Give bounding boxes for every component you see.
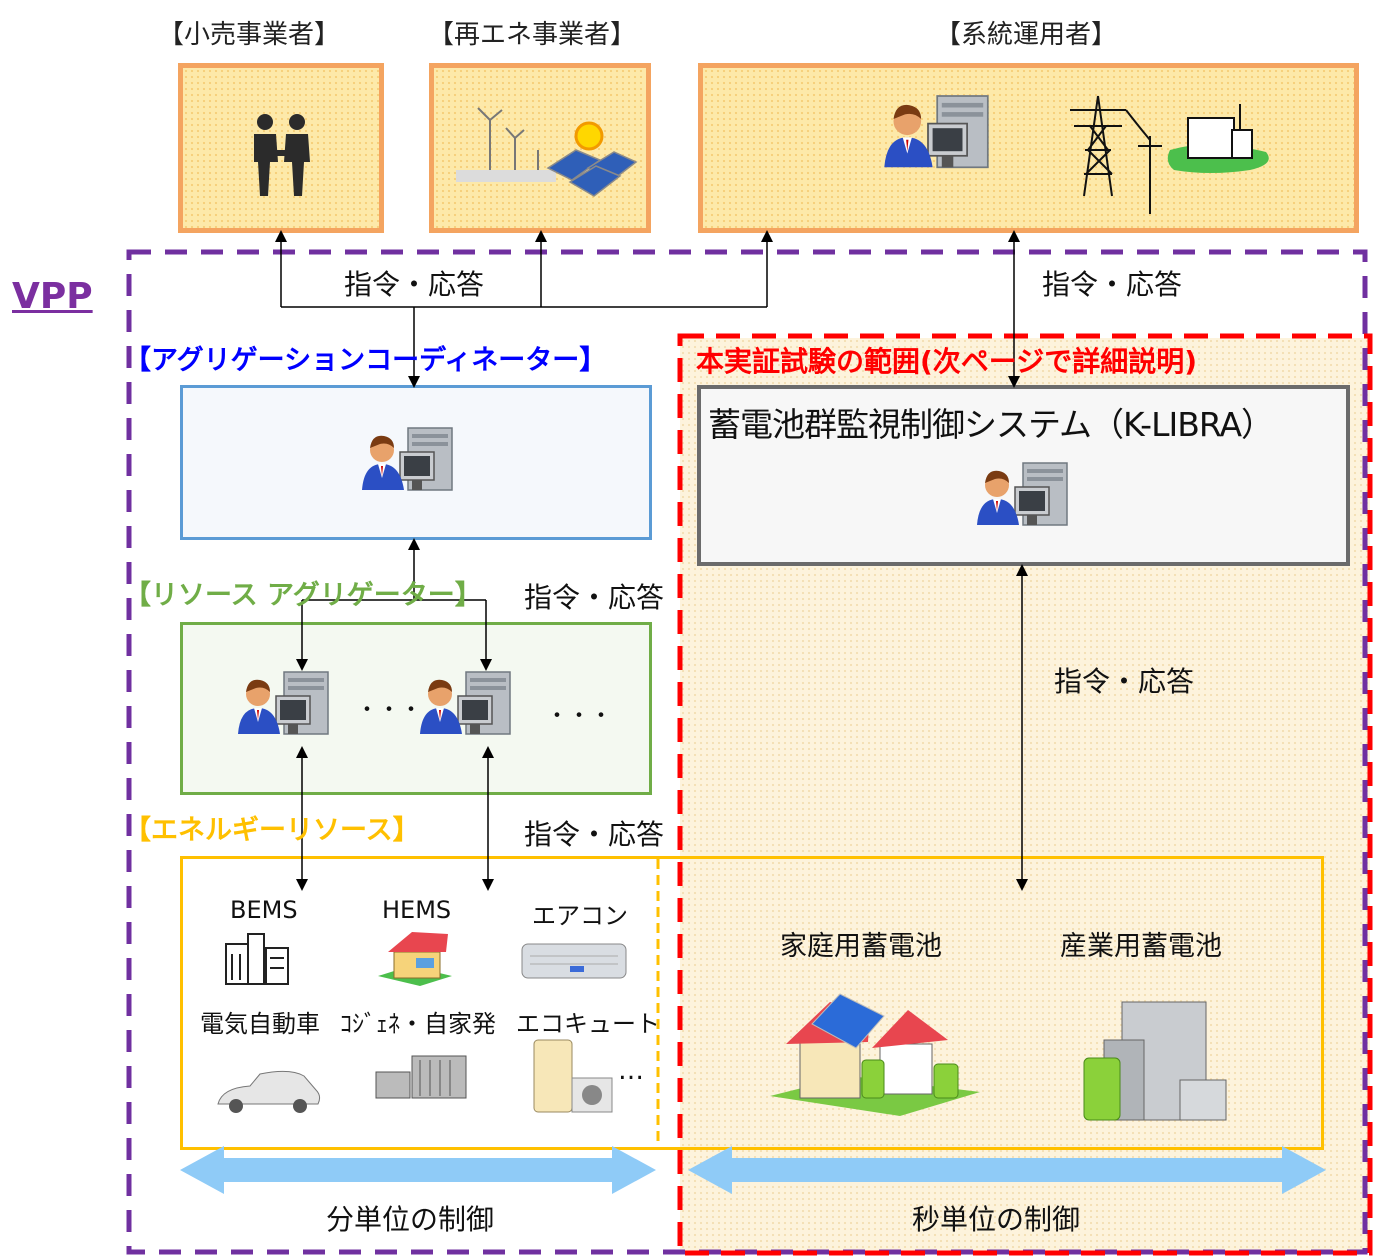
minute-control-arrow bbox=[180, 1146, 656, 1194]
command-response-k-libra: 指令・応答 bbox=[1054, 665, 1195, 698]
aircon-icon bbox=[521, 943, 627, 979]
aggregator-ellipsis-1: ・・・ bbox=[356, 698, 423, 723]
ecocute-icon bbox=[533, 1039, 613, 1113]
vpp-label: VPP bbox=[12, 276, 93, 317]
aggregator-ellipsis-2: ・・・ bbox=[546, 704, 613, 729]
hems-icon bbox=[378, 932, 452, 986]
home-battery-label: 家庭用蓄電池 bbox=[780, 931, 942, 962]
energy-resource-box bbox=[180, 856, 1324, 1150]
ev-label: 電気自動車 bbox=[200, 1010, 320, 1038]
minute-control-label: 分単位の制御 bbox=[326, 1203, 495, 1236]
scope-boundary bbox=[677, 333, 1373, 1256]
hems-label: HEMS bbox=[382, 896, 452, 924]
top-command-lines bbox=[275, 230, 1020, 388]
second-control-arrow bbox=[688, 1146, 1326, 1194]
home-battery-icon bbox=[770, 993, 980, 1116]
more-resources-ellipsis: … bbox=[618, 1056, 644, 1086]
second-control-label: 秒単位の制御 bbox=[912, 1203, 1081, 1236]
industrial-battery-icon bbox=[1083, 1001, 1227, 1121]
bems-label: BEMS bbox=[230, 896, 298, 924]
command-response-aggregator: 指令・応答 bbox=[524, 581, 665, 614]
industrial-battery-label: 産業用蓄電池 bbox=[1060, 931, 1222, 962]
header-renewable: 【再エネ事業者】 bbox=[428, 20, 637, 50]
ecocute-label: エコキュート bbox=[516, 1010, 660, 1038]
bems-icon bbox=[225, 933, 289, 985]
renewable-box bbox=[429, 63, 651, 233]
ev-icon bbox=[217, 1070, 321, 1113]
header-retailer: 【小売事業者】 bbox=[158, 20, 341, 50]
cogeneration-icon bbox=[375, 1055, 467, 1099]
header-grid-operator: 【系統運用者】 bbox=[935, 20, 1118, 50]
scope-title: 本実証試験の範囲(次ページで詳細説明) bbox=[696, 345, 1198, 378]
power-grid-icon bbox=[1070, 95, 1162, 214]
command-response-top-right: 指令・応答 bbox=[1042, 268, 1183, 301]
command-response-resource: 指令・応答 bbox=[524, 818, 665, 851]
energy-resources-label: 【エネルギーリソース】 bbox=[124, 815, 420, 846]
aircon-label: エアコン bbox=[532, 902, 628, 930]
plant-icon bbox=[1167, 104, 1269, 173]
k-libra-system-name: 蓄電池群監視制御システム（K-LIBRA） bbox=[708, 405, 1274, 444]
renewable-icon bbox=[456, 107, 638, 197]
resource-aggregator-label: 【リソース アグリゲーター】 bbox=[124, 580, 482, 611]
aggregation-coordinator-label: 【アグリゲーションコーディネーター】 bbox=[124, 345, 607, 376]
handshake-icon bbox=[254, 114, 310, 196]
vpp-boundary bbox=[126, 249, 1368, 1255]
cogen-label: ｺｼﾞｪﾈ・自家発 bbox=[340, 1010, 496, 1038]
command-response-top-left: 指令・応答 bbox=[344, 268, 485, 301]
